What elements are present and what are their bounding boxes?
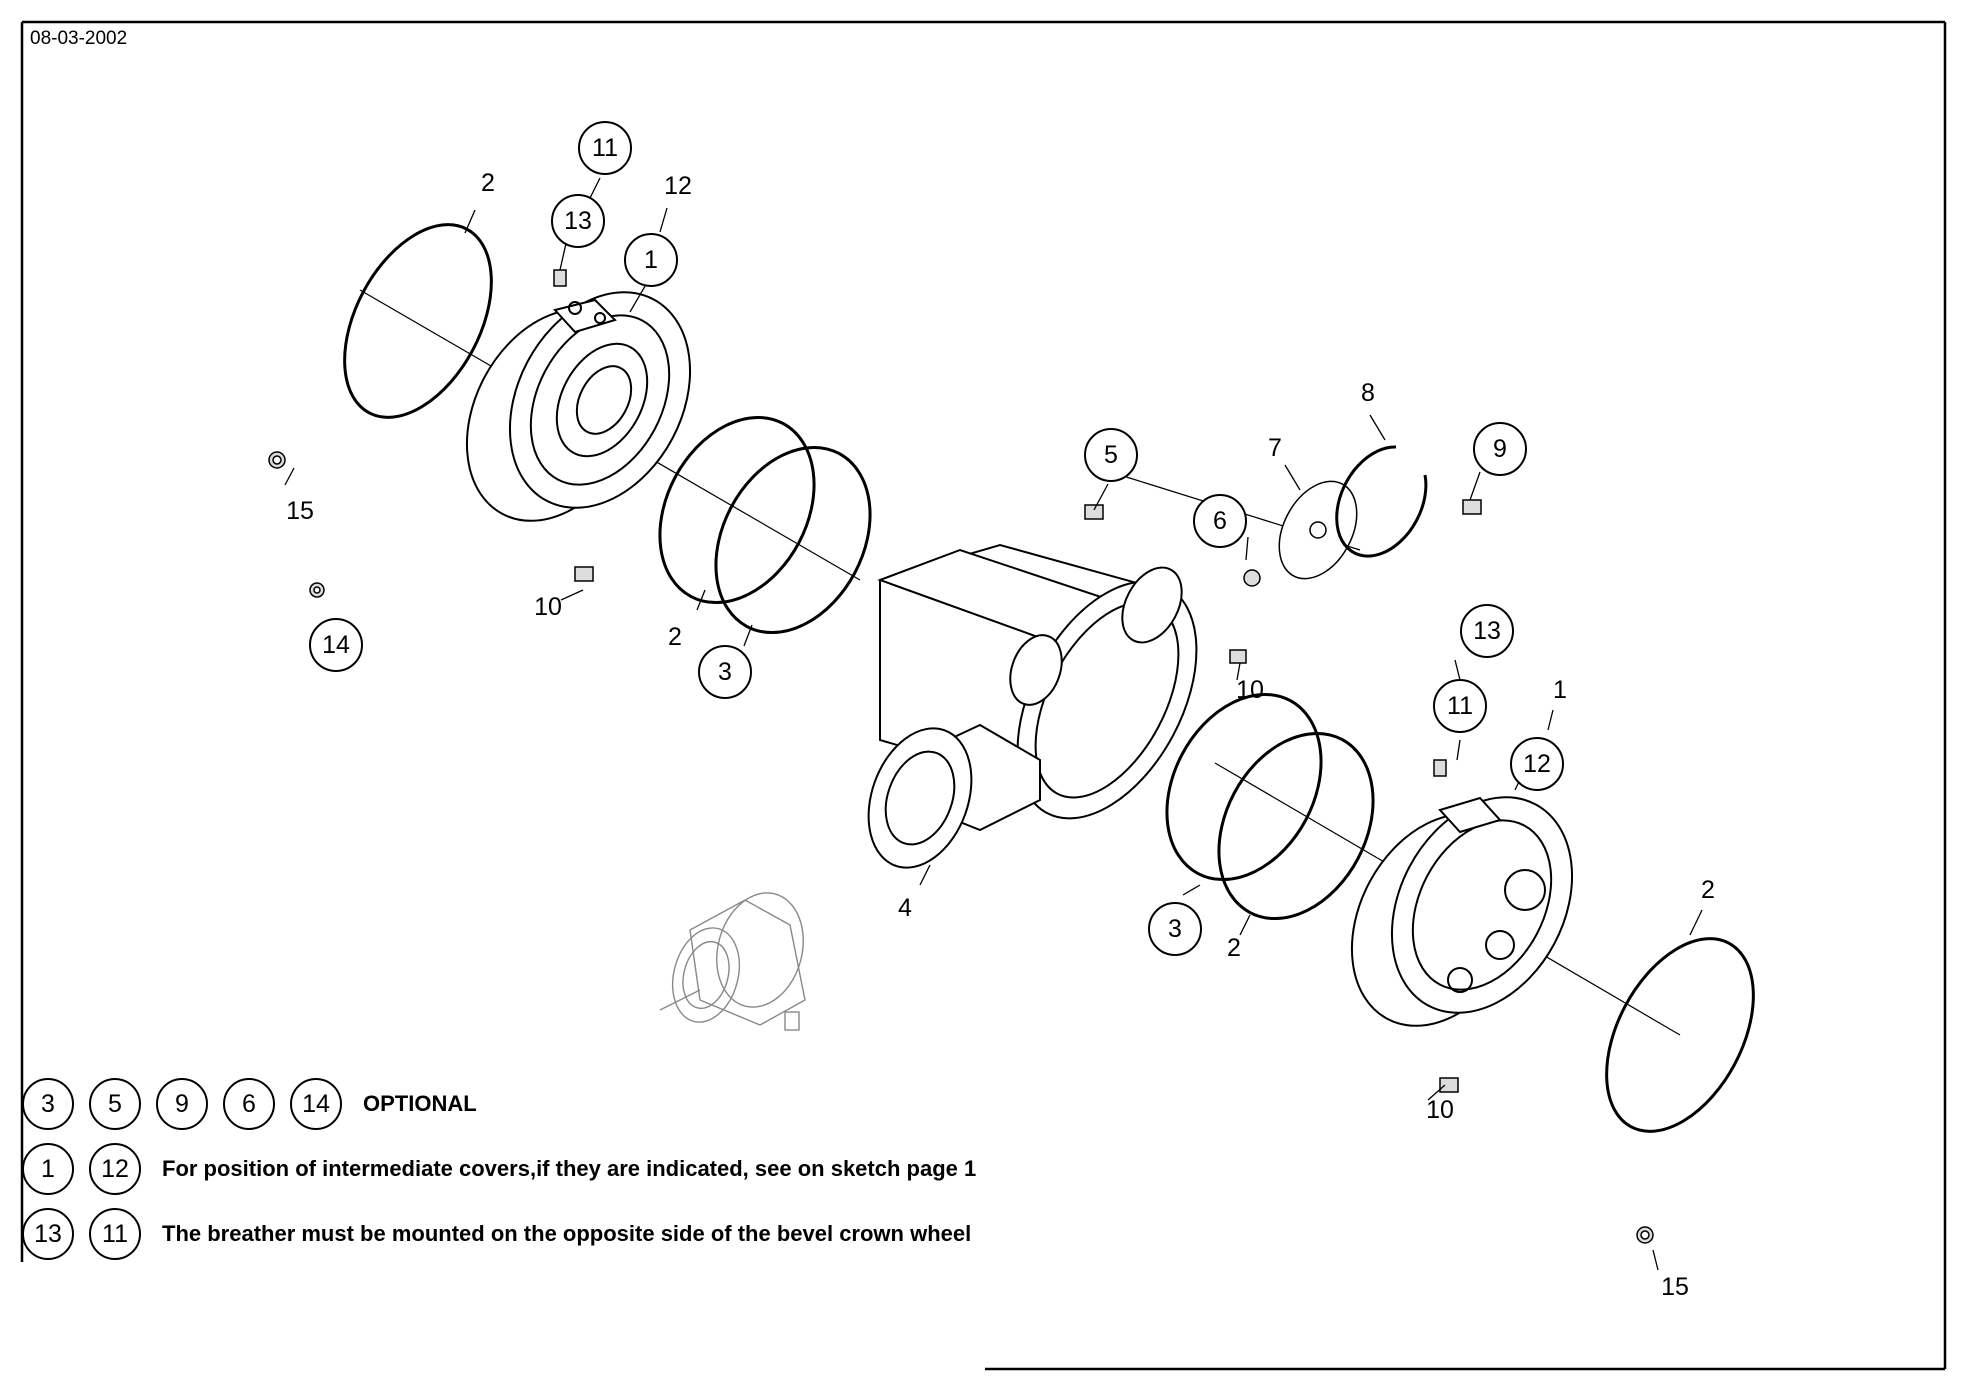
legend-tag: 1 xyxy=(22,1143,74,1195)
callout-3: 3 xyxy=(1168,915,1182,943)
callout-10: 10 xyxy=(1426,1096,1454,1124)
callout-circle-12b xyxy=(1510,737,1564,791)
housing-cover-upper-left xyxy=(465,291,692,522)
callout-circle-13b xyxy=(1460,604,1514,658)
callout-3: 3 xyxy=(718,658,732,686)
callout-circle-5 xyxy=(1084,428,1138,482)
housing-variant-sketch xyxy=(659,892,806,1031)
legend-tag: 11 xyxy=(89,1208,141,1260)
legend-note-optional: OPTIONAL xyxy=(363,1091,477,1116)
callout-15: 15 xyxy=(1661,1273,1689,1301)
callout-15: 15 xyxy=(286,497,314,525)
callout-2: 2 xyxy=(1701,876,1715,904)
sheet-border xyxy=(20,20,1947,1371)
callout-5: 5 xyxy=(1104,441,1118,469)
o-ring-3-middle xyxy=(714,445,872,635)
axle-housing xyxy=(867,543,1198,869)
callout-circle-3a xyxy=(698,645,752,699)
callout-12: 12 xyxy=(1523,750,1551,778)
callout-10: 10 xyxy=(1236,676,1264,704)
legend-row-breather: 13 11 The breather must be mounted on th… xyxy=(22,1208,971,1260)
legend-tag: 13 xyxy=(22,1208,74,1260)
callout-12: 12 xyxy=(664,172,692,200)
callout-2: 2 xyxy=(481,169,495,197)
callout-circle-9 xyxy=(1473,422,1527,476)
legend-note-covers: For position of intermediate covers,if t… xyxy=(162,1156,977,1181)
callout-2: 2 xyxy=(1227,934,1241,962)
callout-circle-13a xyxy=(551,194,605,248)
callout-14: 14 xyxy=(322,631,350,659)
callout-6: 6 xyxy=(1213,507,1227,535)
legend-tag: 5 xyxy=(89,1078,141,1130)
callout-10: 10 xyxy=(534,593,562,621)
callout-circle-14 xyxy=(309,618,363,672)
o-ring-2-middle xyxy=(658,415,816,605)
legend-tag: 6 xyxy=(223,1078,275,1130)
drawing-date: 08-03-2002 xyxy=(30,28,128,49)
callout-11: 11 xyxy=(592,134,618,162)
callout-13: 13 xyxy=(564,207,592,235)
callout-11: 11 xyxy=(1447,692,1473,720)
legend-note-breather: The breather must be mounted on the oppo… xyxy=(162,1221,972,1246)
callout-circle-11a xyxy=(578,121,632,175)
callout-2: 2 xyxy=(668,623,682,651)
housing-cover-lower-right xyxy=(1350,796,1574,1027)
callout-4: 4 xyxy=(898,894,912,922)
small-parts xyxy=(268,269,1654,1244)
o-ring-2-right xyxy=(1605,937,1755,1133)
legend-tag: 14 xyxy=(290,1078,342,1130)
callout-circle-11b xyxy=(1433,679,1487,733)
callout-9: 9 xyxy=(1493,435,1507,463)
legend-row-covers: 1 12 For position of intermediate covers… xyxy=(22,1143,976,1195)
o-ring-2-lower xyxy=(1217,731,1375,921)
legend-row-optional: 3 5 9 6 14 OPTIONAL xyxy=(22,1078,477,1130)
callout-13: 13 xyxy=(1473,617,1501,645)
callout-1: 1 xyxy=(1553,676,1567,704)
callout-circle-6 xyxy=(1193,494,1247,548)
callout-circle-3b xyxy=(1148,902,1202,956)
legend-tag: 9 xyxy=(156,1078,208,1130)
callout-8: 8 xyxy=(1361,379,1375,407)
callout-7: 7 xyxy=(1268,434,1282,462)
legend-tag: 12 xyxy=(89,1143,141,1195)
callout-circle-1a xyxy=(624,233,678,287)
o-ring-3-lower xyxy=(1165,692,1323,882)
callout-1: 1 xyxy=(644,246,658,274)
legend-tag: 3 xyxy=(22,1078,74,1130)
